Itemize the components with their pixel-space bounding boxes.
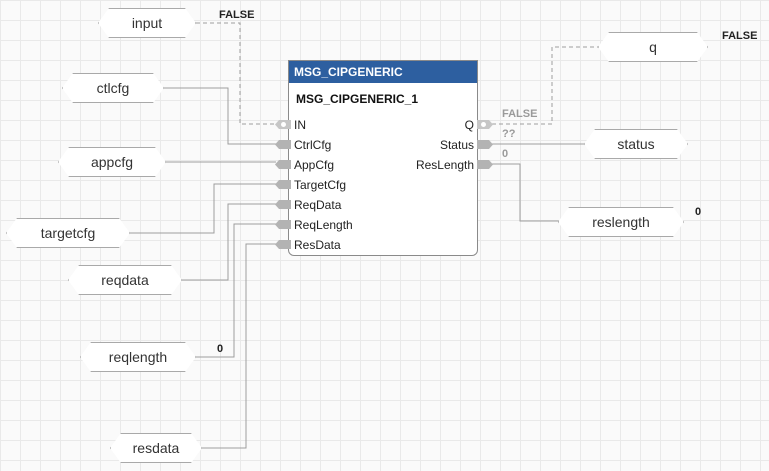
input-value: FALSE <box>219 9 255 21</box>
variable-ctlcfg[interactable]: ctlcfg <box>62 73 164 103</box>
pin-label-resdata: ResData <box>294 238 341 252</box>
q-value: FALSE <box>722 30 758 42</box>
pin-label-in: IN <box>294 118 306 132</box>
wire-targetcfg <box>130 183 276 234</box>
pin-label-reqlength: ReqLength <box>294 218 353 232</box>
wire-input-in <box>196 22 276 125</box>
pin-resdata[interactable] <box>275 240 291 249</box>
pin-label-reqdata: ReqData <box>294 198 342 212</box>
pin-status[interactable] <box>477 140 493 149</box>
pin-reslength[interactable] <box>477 160 493 169</box>
pin-label-targetcfg: TargetCfg <box>294 178 347 192</box>
pin-in[interactable] <box>275 120 291 129</box>
block-instance-name: MSG_CIPGENERIC_1 <box>296 92 419 106</box>
wire-q <box>492 46 600 125</box>
pin-label-appcfg: AppCfg <box>294 158 335 172</box>
function-block[interactable]: MSG_CIPGENERIC MSG_CIPGENERIC_1 IN CtrlC… <box>288 60 478 256</box>
variable-targetcfg[interactable]: targetcfg <box>6 218 130 248</box>
pin-label-reslength: ResLength <box>415 158 474 172</box>
pin-ctrlcfg[interactable] <box>275 140 291 149</box>
variable-reslength[interactable]: reslength <box>558 207 684 237</box>
pin-label-status: Status <box>439 138 474 152</box>
wire-resdata <box>202 243 276 449</box>
wire-ctlcfg <box>164 87 276 145</box>
variable-resdata[interactable]: resdata <box>110 433 202 463</box>
pin-label-ctrlcfg: CtrlCfg <box>294 138 332 152</box>
wire-reqdata <box>182 203 276 281</box>
variable-reqdata[interactable]: reqdata <box>68 265 182 295</box>
pin-reqdata[interactable] <box>275 200 291 209</box>
pin-appcfg[interactable] <box>275 160 291 169</box>
pin-q[interactable] <box>477 120 493 129</box>
wire-reqlength <box>196 223 276 358</box>
reslength-value: 0 <box>695 206 702 218</box>
pin-reqlength[interactable] <box>275 220 291 229</box>
variable-reqlength[interactable]: reqlength <box>80 342 196 372</box>
pin-label-q: Q <box>464 118 474 132</box>
q-pin-value: FALSE <box>502 108 538 120</box>
variable-status[interactable]: status <box>584 129 688 159</box>
status-pin-value: ?? <box>502 128 516 140</box>
reslength-pin-value: 0 <box>502 148 509 160</box>
block-type-header: MSG_CIPGENERIC <box>289 61 477 83</box>
variable-appcfg[interactable]: appcfg <box>58 147 166 177</box>
variable-q[interactable]: q <box>598 32 708 62</box>
wire-reslength <box>492 163 560 222</box>
pin-targetcfg[interactable] <box>275 180 291 189</box>
reqlength-value: 0 <box>217 343 224 355</box>
variable-input[interactable]: input <box>98 8 196 38</box>
